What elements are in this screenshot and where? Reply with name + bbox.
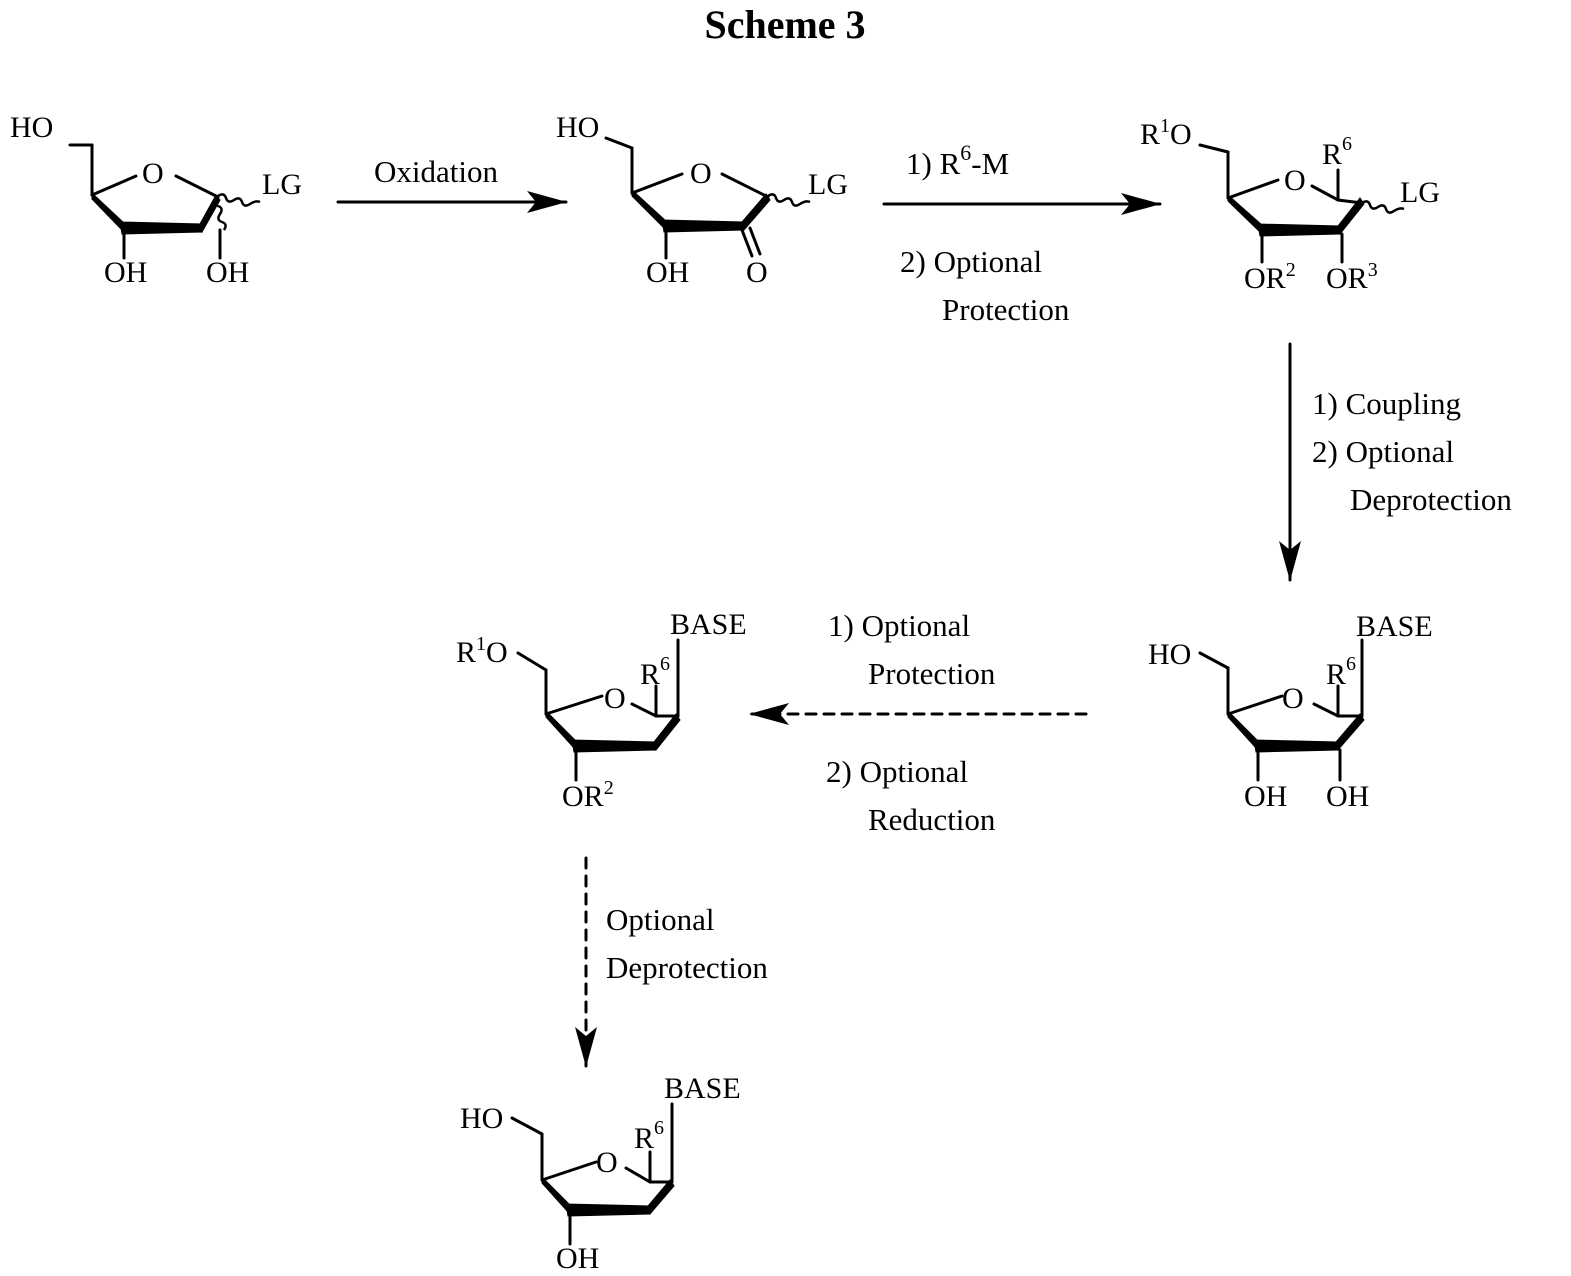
c4-ho-label: HO <box>1148 638 1191 671</box>
c5-r-letter: R <box>456 636 476 669</box>
c1-ring-o: O <box>142 157 164 190</box>
c3-ring-o: O <box>1284 164 1306 197</box>
c3-or2-superscript: 2 <box>1286 259 1296 281</box>
arrow-deprotection: Optional Deprotection <box>586 858 768 1066</box>
c3-r6-letter: R <box>1322 138 1342 171</box>
c4-r6-superscript: 6 <box>1346 653 1356 675</box>
c6-r6-superscript: 6 <box>654 1117 664 1139</box>
c3-r-letter: R <box>1140 118 1160 151</box>
compound-6-final-nucleoside: HO BASE O R6 OH <box>460 1072 741 1275</box>
c5-base-label: BASE <box>670 608 747 641</box>
arrow-r6m-addition: 1) R6-M 2) Optional Protection <box>884 140 1160 327</box>
c4-base-label: BASE <box>1356 610 1433 643</box>
arrow-pr-step1: 1) Optional <box>828 608 970 643</box>
arrow-oxidation: Oxidation <box>338 154 566 202</box>
c4-ring-o: O <box>1282 682 1304 715</box>
arrow-r6m-superscript: 6 <box>960 140 971 165</box>
c6-ring-o: O <box>596 1146 618 1179</box>
c2-oh: OH <box>646 256 689 289</box>
c1-oh-2: OH <box>206 256 249 289</box>
c5-r6-label: R6 <box>640 653 670 691</box>
arrow-r6m-step1: 1) R <box>906 146 961 181</box>
compound-3-protected-sugar: R1O O R6 LG OR2 OR3 <box>1140 115 1440 295</box>
arrow-r6m-metal: -M <box>971 146 1009 181</box>
c2-ho-label: HO <box>556 111 599 144</box>
c5-r1-superscript: 1 <box>476 633 486 655</box>
c3-or3-letters: OR <box>1326 262 1368 295</box>
c3-o-letter: O <box>1170 118 1192 151</box>
arrow-oxidation-label: Oxidation <box>374 154 498 189</box>
c1-oh-3: OH <box>104 256 147 289</box>
compound-2-keto-sugar: HO O LG OH O <box>556 111 848 289</box>
c4-r6-label: R6 <box>1326 653 1356 691</box>
c5-or2-superscript: 2 <box>604 777 614 799</box>
c2-lg-label: LG <box>808 168 848 201</box>
arrow-deprotection-line2: Deprotection <box>606 950 768 985</box>
arrow-r6m-step2-cont: Protection <box>942 292 1070 327</box>
c3-r6-superscript: 6 <box>1342 133 1352 155</box>
arrow-protection-reduction: 1) Optional Protection 2) Optional Reduc… <box>750 608 1086 837</box>
c3-r1o-label: R1O <box>1140 115 1192 151</box>
scheme-title: Scheme 3 <box>704 2 865 47</box>
c1-lg-label: LG <box>262 168 302 201</box>
arrow-coupling-step1: 1) Coupling <box>1312 386 1461 421</box>
c5-r1o-label: R1O <box>456 633 508 669</box>
c3-or3-superscript: 3 <box>1368 259 1378 281</box>
c6-oh: OH <box>556 1242 599 1275</box>
arrow-r6m-step2: 2) Optional <box>900 244 1042 279</box>
c6-base-label: BASE <box>664 1072 741 1105</box>
c3-r6-label: R6 <box>1322 133 1352 171</box>
c5-ring-o: O <box>604 682 626 715</box>
compound-5-protected-nucleoside: R1O BASE O R6 OR2 <box>456 608 747 813</box>
c4-oh-2: OH <box>1326 780 1369 813</box>
c3-r1-superscript: 1 <box>1160 115 1170 137</box>
compound-4-nucleoside: HO BASE O R6 OH OH <box>1148 610 1433 813</box>
arrow-pr-step1-cont: Protection <box>868 656 996 691</box>
c5-r6-letter: R <box>640 658 660 691</box>
c5-or2-label: OR2 <box>562 777 614 813</box>
c3-or2-letters: OR <box>1244 262 1286 295</box>
c5-or2-letters: OR <box>562 780 604 813</box>
c4-r6-letter: R <box>1326 658 1346 691</box>
c3-or2-label: OR2 <box>1244 259 1296 295</box>
arrow-coupling-step2: 2) Optional <box>1312 434 1454 469</box>
c5-o-letter: O <box>486 636 508 669</box>
c3-or3-label: OR3 <box>1326 259 1378 295</box>
c6-r6-letter: R <box>634 1122 654 1155</box>
c6-r6-label: R6 <box>634 1117 664 1155</box>
c2-ketone-o: O <box>746 256 768 289</box>
arrow-coupling: 1) Coupling 2) Optional Deprotection <box>1290 344 1512 580</box>
arrow-pr-step2-cont: Reduction <box>868 802 996 837</box>
c2-ring-o: O <box>690 157 712 190</box>
c3-lg-label: LG <box>1400 176 1440 209</box>
arrow-coupling-step2-cont: Deprotection <box>1350 482 1512 517</box>
arrow-r6m-top: 1) R6-M <box>906 140 1009 181</box>
arrow-deprotection-line1: Optional <box>606 902 715 937</box>
c1-ho-label: HO <box>10 111 53 144</box>
c4-oh-3: OH <box>1244 780 1287 813</box>
arrow-pr-step2: 2) Optional <box>826 754 968 789</box>
c6-ho-label: HO <box>460 1102 503 1135</box>
compound-1-starting-sugar: HO O LG OH OH <box>10 111 302 289</box>
c5-r6-superscript: 6 <box>660 653 670 675</box>
